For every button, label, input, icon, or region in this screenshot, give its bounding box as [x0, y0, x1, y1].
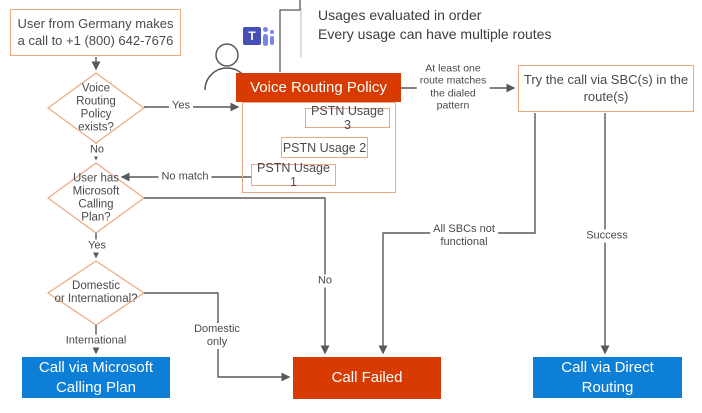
edge-label-route-match: At least one route matches the dialed pa…: [416, 62, 490, 112]
edge-label-no-plan: No: [314, 274, 336, 288]
annotation-text: Usages evaluated in order Every usage ca…: [318, 7, 552, 42]
edge-label-yes-vrp: Yes: [169, 99, 193, 113]
pstn-usage-2-box: PSTN Usage 2: [281, 137, 368, 158]
call-via-calling-plan-box: Call via Microsoft Calling Plan: [22, 357, 170, 398]
edge-label-domestic-only: Domestic only: [191, 323, 243, 349]
user-call-box: User from Germany makes a call to +1 (80…: [10, 9, 181, 56]
decision-vrp-label: Voice Routing Policy exists?: [76, 82, 116, 133]
pstn-usage-3-box: PSTN Usage 3: [305, 104, 390, 132]
edge-label-no-match: No match: [158, 170, 212, 184]
decision-domestic-label: Domestic or International?: [54, 280, 138, 305]
teams-icon-bar: [270, 36, 274, 45]
sbc-try-box: Try the call via SBC(s) in the route(s): [518, 65, 694, 112]
voice-routing-policy-header: Voice Routing Policy: [236, 73, 401, 102]
decision-plan-label: User has Microsoft Calling Plan?: [72, 172, 120, 223]
teams-icon-square: T: [243, 27, 261, 45]
teams-icon-dot: [263, 27, 268, 32]
edge-label-international: International: [62, 334, 130, 348]
call-failed-box: Call Failed: [293, 357, 441, 399]
voice-routing-policy-body: [242, 102, 396, 193]
teams-icon-bar: [263, 34, 268, 46]
edge-label-success: Success: [583, 229, 631, 243]
decision-vrp-diamond: [46, 72, 146, 144]
edge-label-no-vrp: No: [86, 143, 108, 157]
edge-label-yes-plan: Yes: [85, 239, 109, 253]
edge-label-all-sbcs: All SBCs not functional: [430, 223, 498, 249]
pstn-usage-1-box: PSTN Usage 1: [251, 161, 336, 189]
annotation-leader-line: [279, 0, 301, 72]
edge-plan-no: [144, 197, 330, 355]
call-via-direct-routing-box: Call via Direct Routing: [533, 357, 682, 398]
teams-icon-dot: [270, 30, 274, 34]
